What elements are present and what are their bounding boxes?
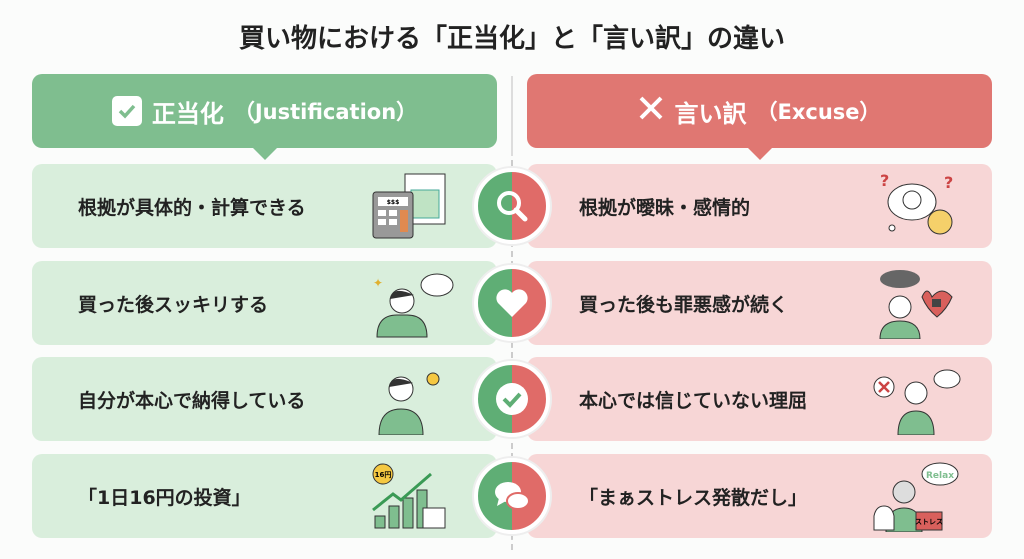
- justification-item: 買った後スッキリする ✦: [32, 261, 497, 345]
- svg-text:?: ?: [880, 171, 889, 190]
- item-text: 根拠が具体的・計算できる: [78, 196, 306, 219]
- investment-chart-icon: 16円: [372, 463, 446, 529]
- heart-icon: [474, 265, 550, 341]
- item-text: 買った後スッキリする: [78, 293, 269, 316]
- excuse-label: 言い訳: [674, 99, 747, 128]
- svg-text:?: ?: [944, 173, 953, 192]
- doubtful-person-icon: [873, 369, 961, 435]
- check-circle-icon: [474, 361, 550, 437]
- svg-text:$$$: $$$: [387, 199, 400, 206]
- excuse-sub: （Excuse）: [756, 100, 881, 124]
- stressed-shopper-icon: Relax ストレス: [873, 462, 959, 532]
- happy-person-icon: ✦: [373, 273, 454, 338]
- checkbox-icon: [111, 96, 142, 126]
- justification-sub: （Justification）: [233, 100, 418, 124]
- item-text: 根拠が曖昧・感情的: [579, 196, 751, 219]
- excuse-item: 買った後も罪悪感が続く: [527, 261, 992, 345]
- justification-header: 正当化 （Justification）: [32, 74, 497, 160]
- guilty-person-icon: [879, 270, 953, 339]
- divider-dashed: [511, 160, 513, 550]
- divider: [511, 76, 513, 156]
- svg-text:✦: ✦: [373, 276, 383, 290]
- item-text: 「1日16円の投資」: [78, 486, 251, 509]
- justification-item: 「1日16円の投資」 16円: [32, 454, 497, 538]
- excuse-item: 「まぁストレス発散だし」 Relax ストレス: [527, 454, 992, 538]
- magnifier-icon: [474, 168, 550, 244]
- excuse-item: 根拠が曖昧・感情的 ??: [527, 164, 992, 248]
- page-title: 買い物における「正当化」と「言い訳」の違い: [238, 24, 785, 54]
- svg-text:Relax: Relax: [926, 471, 954, 481]
- calculator-spreadsheet-icon: $$$: [372, 173, 446, 239]
- justification-item: 根拠が具体的・計算できる $$$: [32, 164, 497, 248]
- convinced-person-icon: [378, 372, 440, 435]
- excuse-item: 本心では信じていない理屈: [527, 357, 992, 441]
- item-text: 買った後も罪悪感が続く: [579, 293, 789, 316]
- svg-text:ストレス: ストレス: [915, 518, 943, 526]
- item-text: 「まぁストレス発散だし」: [579, 486, 808, 509]
- cross-icon: [638, 95, 664, 127]
- confused-thought-icon: ??: [880, 171, 953, 235]
- item-text: 自分が本心で納得している: [78, 389, 306, 412]
- excuse-header: 言い訳 （Excuse）: [527, 74, 992, 160]
- speech-bubbles-icon: [474, 458, 550, 534]
- svg-text:16円: 16円: [375, 471, 392, 479]
- justification-label: 正当化: [151, 99, 224, 128]
- item-text: 本心では信じていない理屈: [579, 389, 808, 412]
- justification-item: 自分が本心で納得している: [32, 357, 497, 441]
